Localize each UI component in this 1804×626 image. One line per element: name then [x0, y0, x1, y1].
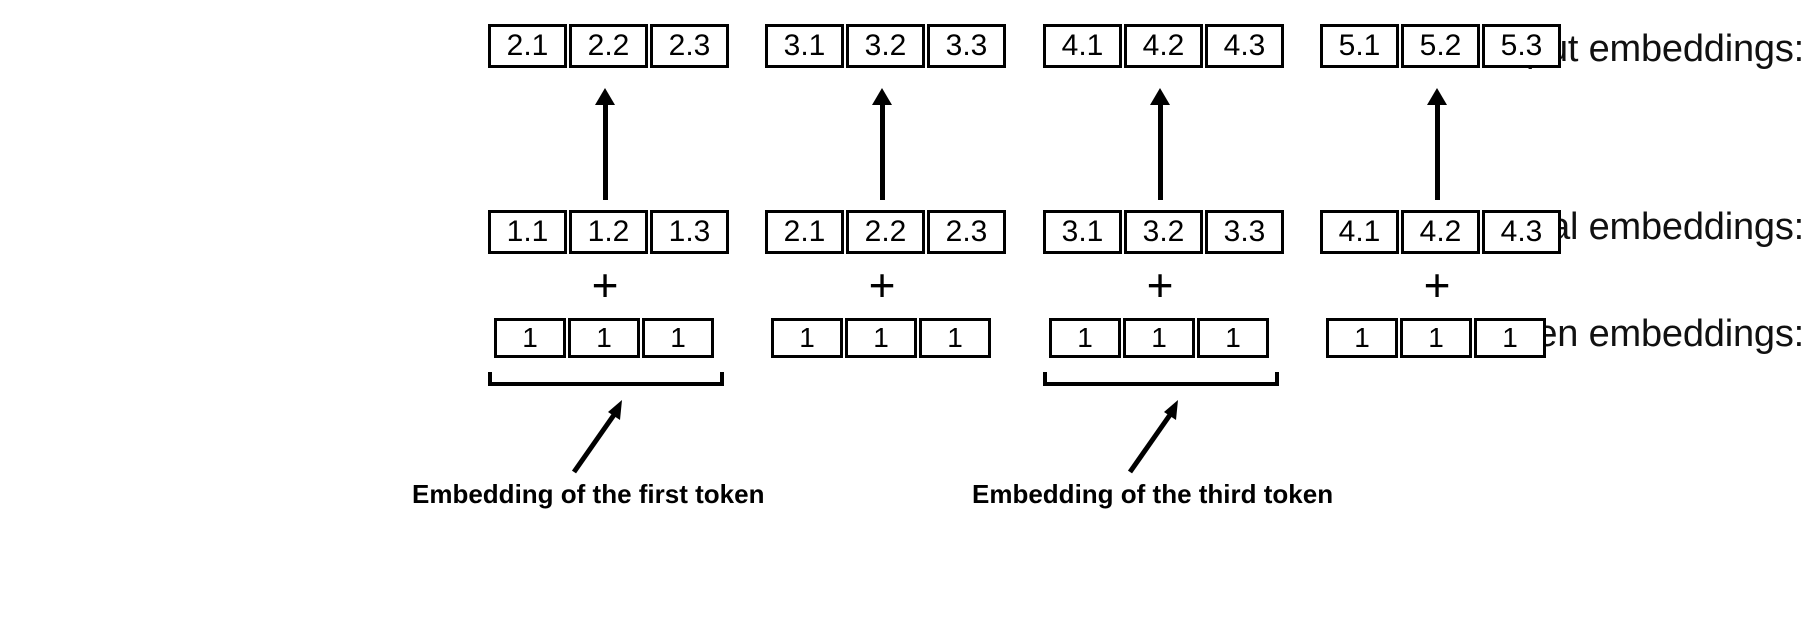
token-cell: 1 [1400, 318, 1472, 358]
token-cell: 1 [494, 318, 566, 358]
group-bracket-third-token [1043, 372, 1279, 386]
positional-cell: 2.2 [846, 210, 925, 254]
input-embeddings-group-2: 3.1 3.2 3.3 [765, 24, 1006, 68]
token-embeddings-group-4: 1 1 1 [1326, 318, 1546, 358]
input-cell: 4.2 [1124, 24, 1203, 68]
positional-cell: 3.3 [1205, 210, 1284, 254]
plus-operator-2: + [868, 259, 896, 311]
caption-arrow-third-token [1127, 400, 1178, 474]
input-cell: 5.3 [1482, 24, 1561, 68]
input-cell: 2.1 [488, 24, 567, 68]
token-cell: 1 [845, 318, 917, 358]
input-cell: 5.1 [1320, 24, 1399, 68]
positional-cell: 4.3 [1482, 210, 1561, 254]
token-cell: 1 [568, 318, 640, 358]
input-embeddings-group-3: 4.1 4.2 4.3 [1043, 24, 1284, 68]
positional-embeddings-group-2: 2.1 2.2 2.3 [765, 210, 1006, 254]
token-cell: 1 [771, 318, 843, 358]
positional-embeddings-group-1: 1.1 1.2 1.3 [488, 210, 729, 254]
input-cell: 3.2 [846, 24, 925, 68]
positional-cell: 1.2 [569, 210, 648, 254]
token-cell: 1 [919, 318, 991, 358]
group-bracket-first-token [488, 372, 724, 386]
input-embeddings-group-4: 5.1 5.2 5.3 [1320, 24, 1561, 68]
positional-cell: 2.3 [927, 210, 1006, 254]
input-cell: 2.3 [650, 24, 729, 68]
plus-operator-1: + [591, 259, 619, 311]
token-embeddings-group-1: 1 1 1 [494, 318, 714, 358]
positional-cell: 3.1 [1043, 210, 1122, 254]
input-cell: 3.3 [927, 24, 1006, 68]
input-cell: 3.1 [765, 24, 844, 68]
arrow-head-icon [1150, 88, 1170, 105]
arrow-shaft [1434, 100, 1440, 200]
caption-arrow-first-token [571, 400, 622, 474]
positional-cell: 2.1 [765, 210, 844, 254]
input-cell: 2.2 [569, 24, 648, 68]
plus-operator-4: + [1423, 259, 1451, 311]
positional-cell: 4.2 [1401, 210, 1480, 254]
arrow-shaft [879, 100, 885, 200]
positional-cell: 4.1 [1320, 210, 1399, 254]
positional-embeddings-group-3: 3.1 3.2 3.3 [1043, 210, 1284, 254]
input-cell: 4.3 [1205, 24, 1284, 68]
token-embeddings-group-2: 1 1 1 [771, 318, 991, 358]
input-embeddings-group-1: 2.1 2.2 2.3 [488, 24, 729, 68]
token-cell: 1 [1326, 318, 1398, 358]
token-cell: 1 [1049, 318, 1121, 358]
arrow-shaft [1157, 100, 1163, 200]
arrow-shaft [602, 100, 608, 200]
positional-cell: 1.1 [488, 210, 567, 254]
row-label-positional-embeddings: Positional embeddings: [1415, 206, 1804, 248]
arrow-head-icon [1427, 88, 1447, 105]
positional-embeddings-group-4: 4.1 4.2 4.3 [1320, 210, 1561, 254]
input-cell: 4.1 [1043, 24, 1122, 68]
token-embeddings-group-3: 1 1 1 [1049, 318, 1269, 358]
caption-first-token: Embedding of the first token [412, 479, 765, 509]
token-cell: 1 [1474, 318, 1546, 358]
plus-operator-3: + [1146, 259, 1174, 311]
input-cell: 5.2 [1401, 24, 1480, 68]
positional-cell: 1.3 [650, 210, 729, 254]
token-cell: 1 [642, 318, 714, 358]
positional-cell: 3.2 [1124, 210, 1203, 254]
token-cell: 1 [1197, 318, 1269, 358]
arrow-head-icon [872, 88, 892, 105]
caption-third-token: Embedding of the third token [972, 479, 1334, 509]
arrow-head-icon [595, 88, 615, 105]
token-cell: 1 [1123, 318, 1195, 358]
